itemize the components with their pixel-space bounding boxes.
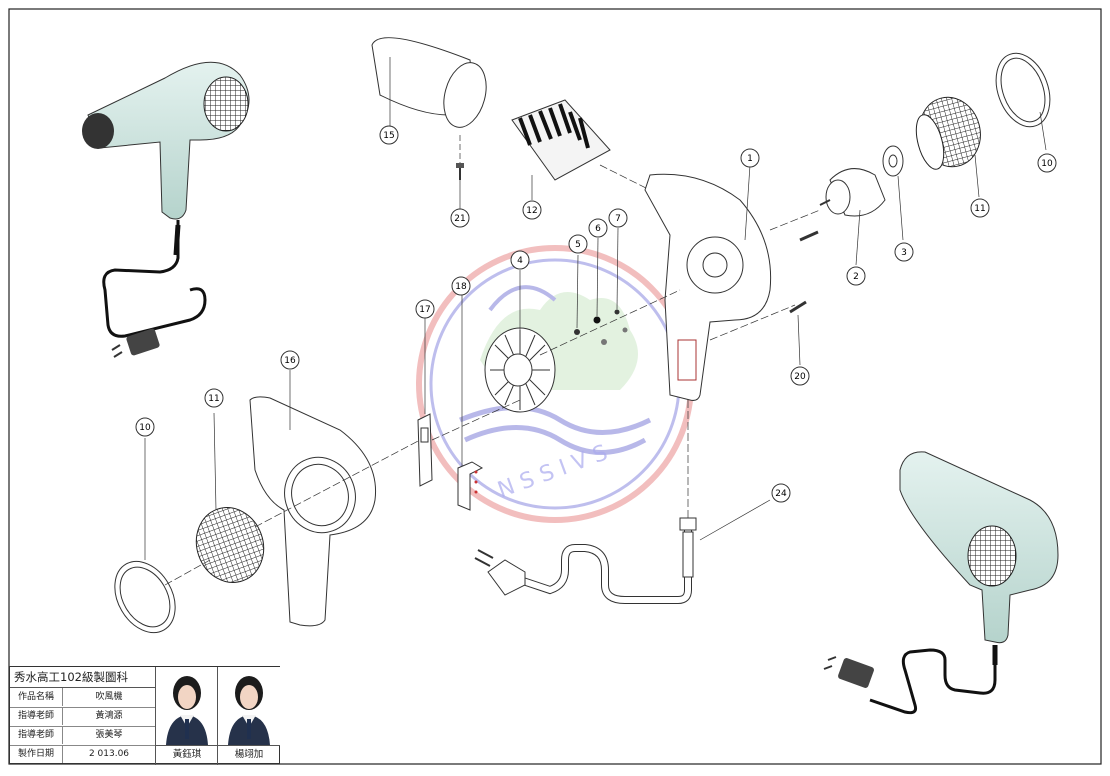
part-10-ring-top: [995, 52, 1051, 151]
callout-6: 6: [588, 218, 608, 238]
student-photo-1: [155, 667, 218, 745]
title-row-advisor-2: 指導老師 張美琴: [10, 726, 155, 746]
title-row-value: 張美琴: [95, 730, 123, 740]
svg-text:11: 11: [974, 204, 985, 214]
callout-12: 12: [522, 200, 542, 220]
part-11-grille-top: [915, 96, 981, 198]
svg-text:12: 12: [526, 206, 537, 216]
svg-text:5: 5: [575, 240, 581, 250]
callout-24: 24: [771, 483, 791, 503]
title-block-header: 秀水高工102級製圖科: [10, 667, 155, 688]
part-21-screw: [456, 163, 464, 210]
svg-text:10: 10: [139, 423, 151, 433]
svg-text:20: 20: [794, 372, 806, 382]
callout-1: 1: [740, 148, 760, 168]
svg-text:15: 15: [383, 131, 394, 141]
title-row-advisor-1: 指導老師 黃鴻源: [10, 707, 155, 727]
svg-text:17: 17: [419, 305, 430, 315]
title-row-key: 作品名稱: [10, 688, 63, 706]
svg-text:2: 2: [853, 272, 859, 282]
svg-text:6: 6: [595, 224, 601, 234]
student-photo-1-image: [156, 667, 218, 745]
svg-text:1: 1: [747, 154, 753, 164]
svg-text:7: 7: [615, 214, 621, 224]
callout-18: 18: [451, 276, 471, 296]
center-line: [709, 304, 796, 341]
callout-20: 20: [790, 366, 810, 386]
title-row-value: 2 013.06: [88, 749, 130, 759]
svg-text:24: 24: [775, 489, 787, 499]
svg-text:21: 21: [454, 214, 465, 224]
svg-text:4: 4: [517, 256, 523, 266]
drawing-frame: [8, 8, 1102, 765]
watermark-text: N S S I V S: [495, 441, 611, 504]
svg-text:11: 11: [208, 394, 219, 404]
svg-text:16: 16: [284, 356, 296, 366]
part-4-fan: [484, 270, 681, 413]
part-15-barrel: [371, 37, 487, 165]
parts-5-6-7-fasteners: [574, 227, 628, 345]
title-row-value: 黃鴻源: [95, 711, 123, 721]
part-12-heater: [511, 99, 651, 200]
part-11-grille-lower: [195, 412, 265, 583]
title-row-work: 作品名稱 吹風機: [10, 688, 155, 708]
title-row-key: 製作日期: [10, 745, 63, 763]
part-10-ring-lower: [114, 438, 421, 634]
callout-7: 7: [608, 208, 628, 228]
title-row-date: 製作日期 2 013.06: [10, 745, 155, 764]
callout-11-top: 11: [970, 198, 990, 218]
callout-10-top: 10: [1037, 153, 1057, 173]
callout-17: 17: [415, 299, 435, 319]
housing-screws: [789, 230, 819, 366]
title-row-key: 指導老師: [10, 707, 63, 725]
part-1-housing: [644, 164, 772, 401]
svg-text:10: 10: [1041, 159, 1053, 169]
callout-15: 15: [379, 125, 399, 145]
callout-16: 16: [280, 350, 300, 370]
svg-text:3: 3: [901, 248, 907, 258]
part-17-switch-plate: [417, 318, 521, 487]
student-name-1: 黃鈺琪: [155, 745, 218, 765]
callout-2: 2: [846, 266, 866, 286]
svg-text:18: 18: [455, 282, 467, 292]
callout-10-lower: 10: [135, 417, 155, 437]
part-2-motor: [769, 168, 886, 266]
callout-3: 3: [894, 242, 914, 262]
title-block: 秀水高工102級製圖科 作品名稱 吹風機 指導老師 黃鴻源 指導老師 張美琴 製…: [9, 666, 280, 765]
student-photo-2: [217, 667, 280, 745]
callout-11-lower: 11: [204, 388, 224, 408]
title-row-value: 吹風機: [95, 692, 123, 702]
title-row-key: 指導老師: [10, 726, 63, 744]
callout-5: 5: [568, 234, 588, 254]
student-photo-2-image: [218, 667, 280, 745]
part-18-switch: [457, 295, 484, 511]
part-3-bushing: [882, 145, 904, 241]
callout-4: 4: [510, 250, 530, 270]
callout-21: 21: [450, 208, 470, 228]
student-name-2: 楊翊加: [217, 745, 280, 765]
part-24-power-cord: [474, 400, 771, 604]
assembled-dryer-bottom-right: [823, 451, 1059, 715]
part-16-front-shell: [249, 370, 377, 627]
assembled-dryer-top-left: [82, 61, 250, 358]
